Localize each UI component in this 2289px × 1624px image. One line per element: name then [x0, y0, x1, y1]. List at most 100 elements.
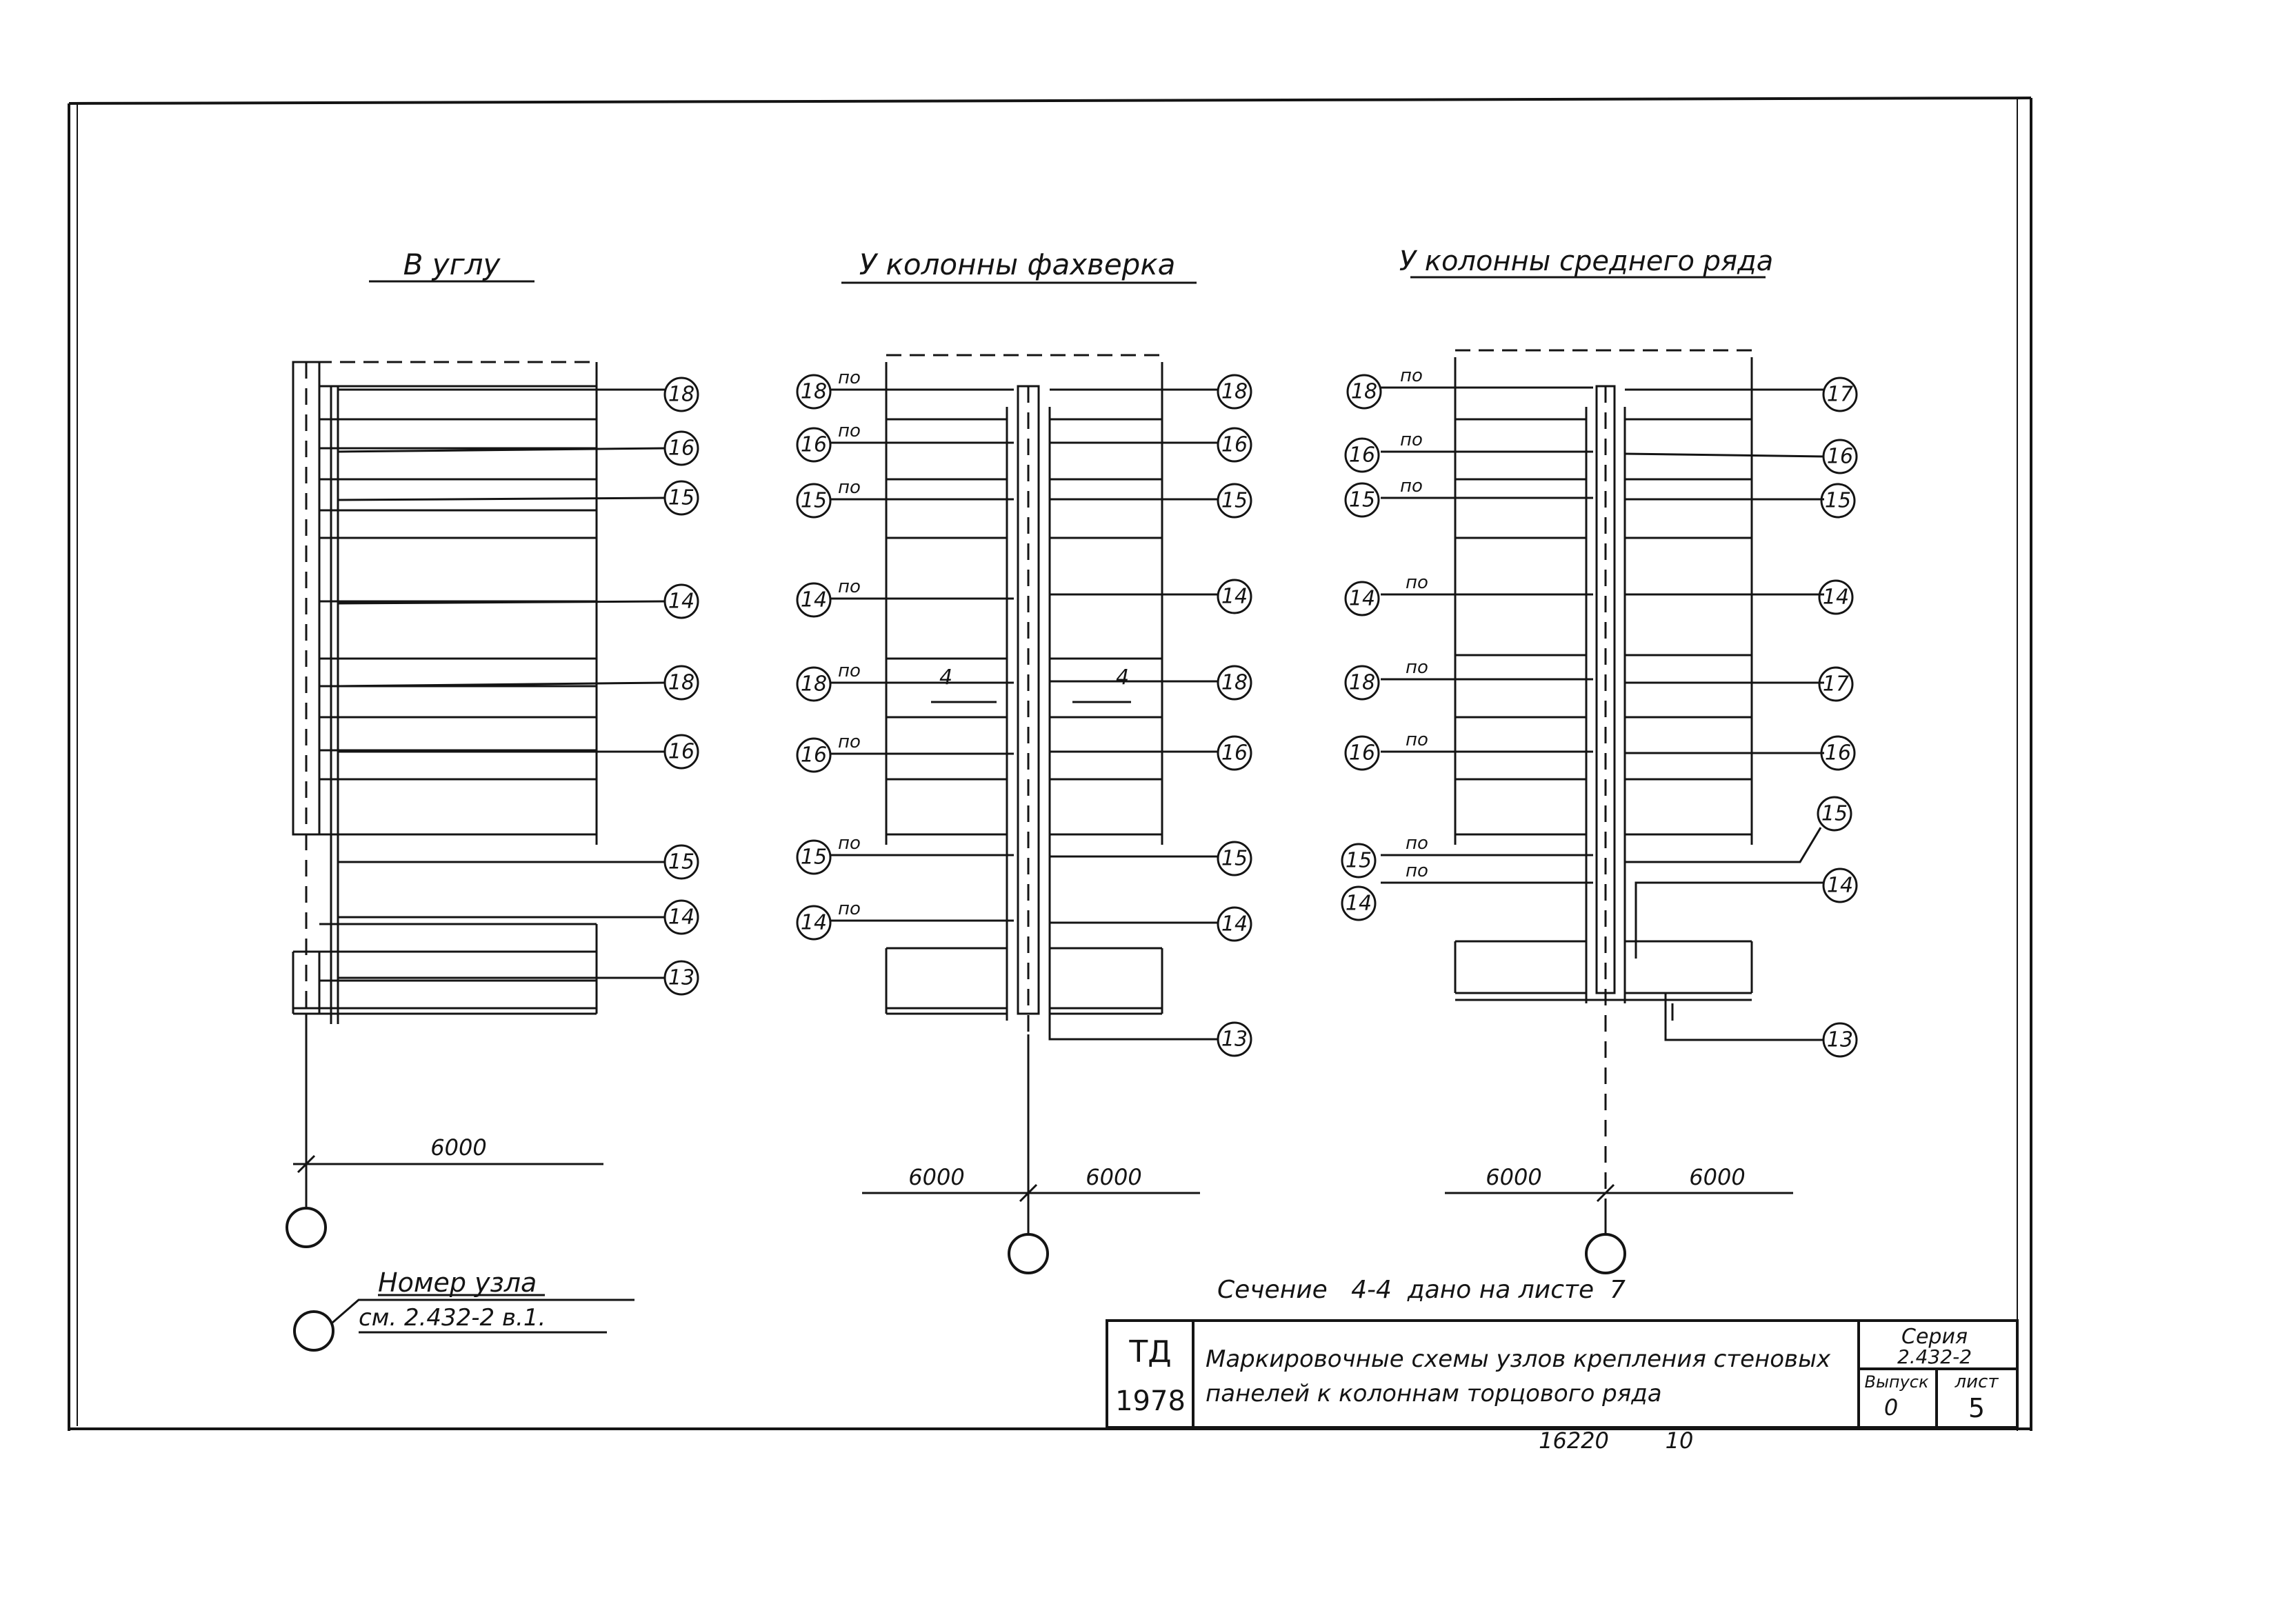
callout-bubble: 14	[1344, 581, 1380, 616]
callout-label: 18	[801, 380, 827, 404]
po-label: по	[838, 833, 861, 854]
title-block-year: 1978	[1115, 1385, 1186, 1417]
callout-bubble: 15	[796, 483, 832, 519]
legend-title: Номер узла	[378, 1267, 537, 1298]
axis-bubble-middle-row	[1585, 1233, 1626, 1274]
po-label: по	[838, 477, 861, 498]
axis-bubble-framework	[1008, 1233, 1049, 1274]
corner-right-callouts	[337, 388, 666, 979]
view-title-framework: У колонны фахверка	[859, 248, 1176, 281]
callout-bubble: 18	[1344, 665, 1380, 701]
section-note: Сечение 4-4 дано на листе 7	[1217, 1276, 1626, 1304]
po-label: по	[1406, 657, 1428, 678]
axis-bubble-corner	[286, 1207, 327, 1248]
callout-label: 18	[668, 383, 694, 407]
callout-label: 14	[1221, 585, 1248, 609]
framework-right-leaders	[1048, 388, 1217, 1041]
callout-bubble: 16	[1344, 437, 1380, 473]
callout-bubble: 15	[1217, 483, 1252, 519]
callout-label: 17	[1823, 672, 1849, 696]
framework-structure	[862, 354, 1200, 1234]
callout-bubble: 16	[1217, 427, 1252, 463]
callout-label: 18	[668, 671, 694, 695]
callout-label: 16	[801, 743, 827, 768]
callout-label: 14	[668, 905, 694, 930]
po-label: по	[1400, 430, 1423, 450]
section-mark-left: 4	[939, 665, 952, 690]
view-middle-row-column: У колонны среднего ряда	[1341, 245, 1858, 1274]
callout-bubble: 13	[1217, 1021, 1252, 1057]
section-mark-right: 4	[1116, 665, 1129, 690]
callout-label: 16	[1221, 433, 1248, 457]
order-number: 16220	[1539, 1427, 1609, 1454]
callout-bubble: 15	[1341, 843, 1377, 879]
view-title-corner: В углу	[403, 248, 501, 281]
callout-label: 14	[801, 588, 827, 612]
callout-label: 18	[1221, 671, 1248, 695]
callout-label: 18	[1221, 380, 1248, 404]
callout-label: 14	[1349, 587, 1375, 611]
callout-bubble: 14	[1818, 579, 1854, 615]
legend-bubble	[293, 1310, 334, 1352]
po-label: по	[1406, 861, 1428, 881]
callout-bubble: 15	[1344, 482, 1380, 518]
callout-bubble: 18	[663, 377, 699, 412]
callout-bubble: 14	[796, 582, 832, 618]
view-framework-column: У колонны фахверка	[796, 248, 1252, 1274]
callout-bubble: 16	[663, 430, 699, 466]
callout-bubble: 14	[1822, 868, 1858, 903]
callout-label: 15	[1825, 489, 1851, 513]
issue-label: Выпуск	[1865, 1372, 1930, 1392]
callout-bubble: 18	[663, 665, 699, 701]
view-title-middle-row: У колонны среднего ряда	[1399, 245, 1774, 277]
callout-bubble: 15	[1817, 796, 1852, 832]
po-label: по	[838, 368, 861, 388]
callout-label: 18	[1351, 380, 1377, 404]
callout-bubble: 15	[1820, 483, 1856, 519]
po-label: по	[1406, 730, 1428, 750]
callout-bubble: 17	[1822, 377, 1858, 412]
callout-bubble: 15	[663, 480, 699, 516]
middle-right-leaders	[1624, 388, 1825, 1041]
sheet-label: лист	[1955, 1372, 1999, 1392]
callout-label: 16	[801, 433, 827, 457]
callout-bubble: 15	[1217, 841, 1252, 876]
drawing-title-line-1: Маркировочные схемы узлов крепления стен…	[1206, 1345, 1831, 1373]
callout-label: 15	[1349, 488, 1375, 512]
issue-value: 0	[1884, 1394, 1898, 1421]
dimension-middle-right: 6000	[1689, 1164, 1745, 1190]
callout-label: 15	[1221, 847, 1248, 871]
callout-bubble: 18	[1346, 374, 1382, 410]
po-label: по	[838, 577, 861, 597]
middle-right-bubbles: 17 16 15 14 17 16 15 14 13	[1817, 377, 1858, 1058]
middle-row-structure	[1445, 349, 1793, 1234]
callout-label: 16	[1349, 741, 1375, 765]
callout-label: 14	[1827, 874, 1853, 898]
corner-structure	[292, 361, 603, 1207]
callout-label: 15	[1821, 802, 1848, 826]
callout-bubble: 18	[1217, 665, 1252, 701]
po-label: по	[1406, 572, 1428, 593]
callout-bubble: 14	[796, 905, 832, 941]
corner-callout-bubbles: 18 16 15 14 18 16 15 14 13	[663, 377, 699, 996]
po-label: по	[838, 421, 861, 441]
legend-reference: см. 2.432-2 в.1.	[359, 1304, 546, 1332]
middle-left-bubbles: 18 16 15 14 18 16 15 14	[1341, 374, 1382, 921]
sheet-value: 5	[1968, 1393, 1985, 1423]
middle-po-labels: по по по по по по по по	[1400, 365, 1428, 881]
series-value: 2.432-2	[1897, 1345, 1972, 1368]
copies-number: 10	[1666, 1427, 1694, 1454]
callout-label: 14	[1823, 585, 1849, 610]
series-label: Серия	[1901, 1325, 1968, 1349]
callout-bubble: 13	[663, 960, 699, 996]
callout-label: 15	[668, 850, 694, 874]
po-label: по	[838, 899, 861, 919]
callout-label: 18	[801, 672, 827, 696]
callout-bubble: 16	[796, 737, 832, 773]
callout-label: 16	[668, 740, 694, 764]
callout-label: 16	[1349, 443, 1375, 468]
dimension-framework-left: 6000	[908, 1164, 964, 1190]
callout-bubble: 15	[796, 839, 832, 875]
framework-po-labels: по по по по по по по по	[838, 368, 861, 919]
